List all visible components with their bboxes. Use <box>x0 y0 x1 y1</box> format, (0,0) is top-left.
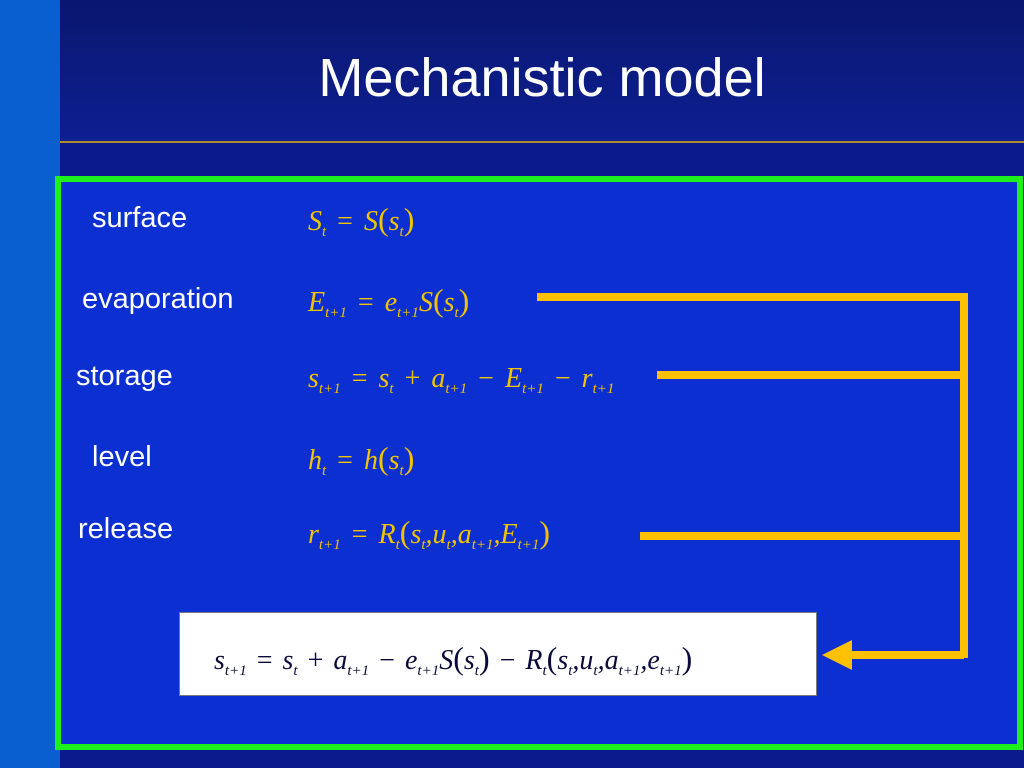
equation-release: rt+1 = Rt(st,ut,at+1,Et+1) <box>308 514 551 553</box>
label-level: level <box>92 441 152 473</box>
equation-combined: st+1 = st + at+1 − et+1S(st) − Rt(st,ut,… <box>214 640 693 679</box>
equation-storage: st+1 = st + at+1 − Et+1 − rt+1 <box>308 363 615 397</box>
slide-title: Mechanistic model <box>318 48 766 108</box>
label-evaporation: evaporation <box>82 283 234 315</box>
equation-evaporation: Et+1 = et+1S(st) <box>308 282 470 321</box>
label-surface: surface <box>92 202 188 234</box>
label-release: release <box>78 513 174 545</box>
arrowhead-icon <box>822 640 852 670</box>
combined-equation-box <box>179 612 817 696</box>
title-bar <box>60 0 1024 142</box>
equation-surface: St = S(st) <box>308 201 415 240</box>
equation-level: ht = h(st) <box>308 440 415 479</box>
label-storage: storage <box>76 360 173 392</box>
title-divider <box>60 141 1024 143</box>
left-accent-strip <box>0 0 60 768</box>
